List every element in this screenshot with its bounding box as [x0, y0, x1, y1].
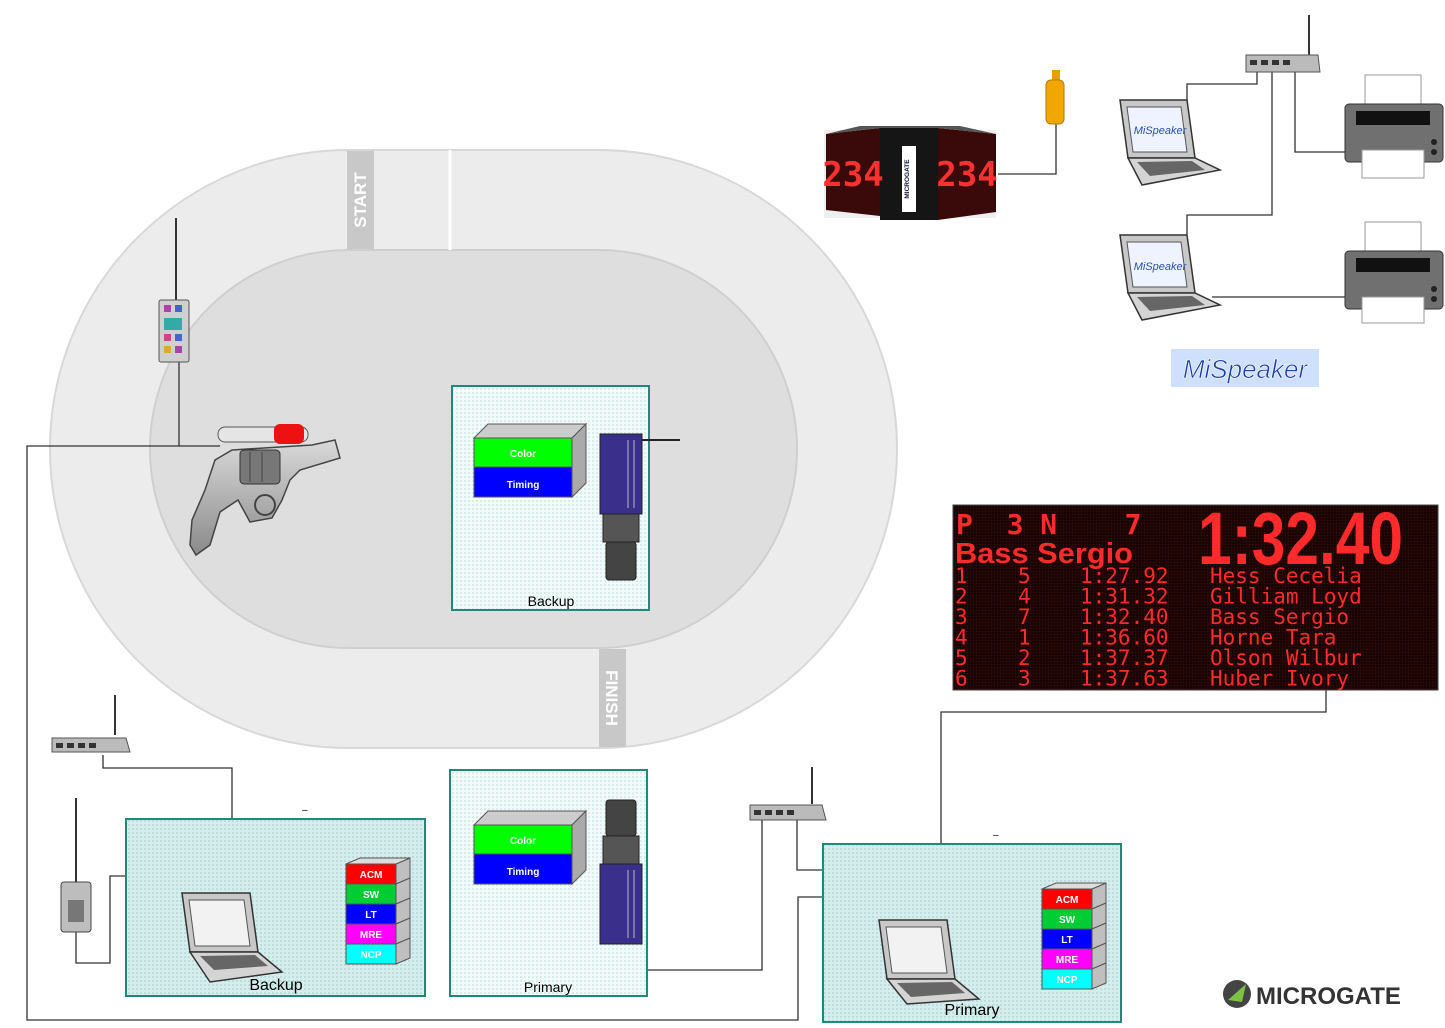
backup-stack-label: NCP — [360, 950, 381, 961]
primary-timing-layer — [473, 853, 573, 885]
primary-stack-label: LT — [1061, 935, 1072, 946]
mispeaker-laptop-1-icon: MiSpeaker — [1119, 99, 1223, 186]
backup-station-label: Backup — [249, 977, 302, 994]
backup-timing-layer — [473, 466, 573, 498]
primary-camera-box: Color Timing Primary — [449, 769, 648, 997]
primary-stack-label: MRE — [1056, 955, 1079, 966]
backup-camera-box: Color Timing Backup — [451, 385, 680, 611]
primary-stack-label: ACM — [1056, 895, 1079, 906]
primary-stack-layer-ncp — [1041, 968, 1093, 990]
board-row-time: 1:36.60 — [1080, 626, 1169, 650]
router-middle-icon — [749, 767, 827, 821]
radio-receiver-icon — [60, 798, 92, 933]
finish-label: FINISH — [602, 670, 621, 726]
backup-stack-label: LT — [365, 910, 376, 921]
board-row-num: 4 — [1018, 585, 1031, 609]
svg-text:Color: Color — [510, 449, 536, 460]
board-row-pos: 5 — [955, 646, 968, 670]
svg-text:MiSpeaker: MiSpeaker — [1183, 354, 1309, 384]
board-big-time: 1:32.40 — [1198, 497, 1403, 580]
backup-stack-label: MRE — [360, 930, 383, 941]
board-row-name: Horne Tara — [1210, 626, 1336, 650]
board-row-num: 5 — [1018, 564, 1031, 588]
microgate-logo: MICROGATE — [1223, 980, 1401, 1010]
starting-pistol-icon — [189, 424, 341, 557]
primary-camera-label: Primary — [524, 979, 572, 995]
board-row-name: Hess Cecelia — [1210, 564, 1362, 588]
board-row-num: 2 — [1018, 646, 1031, 670]
board-header-line1: P 3 N 7 — [956, 508, 1141, 541]
board-row-pos: 2 — [955, 585, 968, 609]
svg-text:MiSpeaker: MiSpeaker — [1134, 125, 1188, 137]
start-label: START — [351, 172, 370, 228]
scoreboard-brand: MICROGATE — [904, 159, 911, 199]
board-row-time: 1:32.40 — [1080, 605, 1169, 629]
board-row-name: Huber Ivory — [1210, 667, 1349, 691]
led-results-board: P 3 N 7 1:32.40 Bass Sergio 1 5 1:27.92 Hes… — [952, 497, 1439, 691]
board-row-pos: 6 — [955, 667, 968, 691]
backup-stack-layer-ncp — [345, 943, 397, 965]
router-top-icon — [1245, 15, 1321, 73]
primary-station-label: Primary — [944, 1002, 999, 1019]
svg-text:Timing: Timing — [507, 480, 540, 491]
primary-camera-icon — [599, 799, 643, 945]
board-row-num: 3 — [1018, 667, 1031, 691]
board-row-pos: 1 — [955, 564, 968, 588]
primary-stack-label: SW — [1059, 915, 1076, 926]
printer-1-icon — [1344, 74, 1444, 179]
primary-laptop-icon — [878, 919, 981, 1005]
board-results-rows: 1 5 1:27.92 Hess Cecelia 2 4 1:31.32 Gilliam Lo… — [955, 564, 1362, 691]
router-left-icon — [51, 695, 131, 753]
board-row-time: 1:31.32 — [1080, 585, 1169, 609]
board-row-time: 1:27.92 — [1080, 564, 1169, 588]
printer-2-icon — [1344, 221, 1444, 324]
board-row-pos: 3 — [955, 605, 968, 629]
backup-camera-icon — [599, 433, 680, 581]
svg-text:–: – — [993, 830, 999, 841]
board-header-line2: Bass Sergio — [955, 538, 1133, 570]
backup-station-box: – Backup ACM SW LT MRE NCP — [125, 805, 426, 997]
primary-stack-label: NCP — [1056, 975, 1077, 986]
backup-stack-label: SW — [363, 890, 380, 901]
primary-color-layer — [473, 824, 573, 855]
board-row-time: 1:37.37 — [1080, 646, 1169, 670]
mispeaker-laptop-2-icon: MiSpeaker — [1119, 234, 1223, 321]
board-row-name: Bass Sergio — [1210, 605, 1349, 629]
board-row-num: 1 — [1018, 626, 1031, 650]
board-row-time: 1:37.63 — [1080, 667, 1169, 691]
start-line — [347, 151, 374, 249]
backup-stack-label: ACM — [360, 870, 383, 881]
scoreboard-digits-left: 234 — [822, 155, 883, 195]
board-row-pos: 4 — [955, 626, 968, 650]
svg-text:MICROGATE: MICROGATE — [1256, 983, 1401, 1010]
trigger-fuse-icon — [1045, 70, 1065, 125]
board-row-name: Olson Wilbur — [1210, 646, 1362, 670]
svg-text:Timing: Timing — [507, 867, 540, 878]
primary-station-box: – Primary ACM SW LT MRE NCP — [822, 830, 1122, 1023]
backup-camera-label: Backup — [528, 593, 575, 609]
handheld-transmitter — [158, 218, 190, 363]
backup-software-stack: ACM SW LT MRE NCP — [345, 857, 411, 965]
svg-text:MiSpeaker: MiSpeaker — [1134, 261, 1188, 273]
primary-software-stack: ACM SW LT MRE NCP — [1041, 882, 1107, 990]
led-scoreboard-cube: 234 234 MICROGATE — [822, 126, 998, 220]
mispeaker-logo: MiSpeaker — [1171, 349, 1319, 387]
board-row-num: 7 — [1018, 605, 1031, 629]
svg-text:–: – — [302, 805, 308, 816]
backup-laptop-icon — [181, 892, 284, 983]
svg-text:Color: Color — [510, 836, 536, 847]
board-row-name: Gilliam Loyd — [1210, 585, 1362, 609]
scoreboard-digits-right: 234 — [936, 155, 997, 195]
finish-line — [599, 649, 626, 747]
